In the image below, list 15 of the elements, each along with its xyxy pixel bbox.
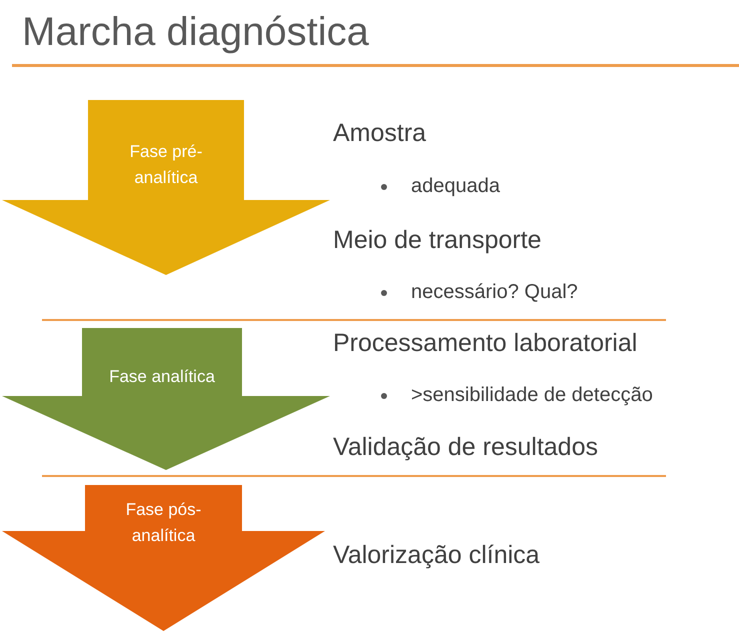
item-heading: Amostra xyxy=(333,118,426,149)
phase-label: Fase pós-analítica xyxy=(124,499,202,547)
item-heading: Meio de transporte xyxy=(333,225,542,256)
item-heading: Valorização clínica xyxy=(333,540,540,571)
item-heading: Validação de resultados xyxy=(333,432,598,463)
item-heading: Processamento laboratorial xyxy=(333,328,638,359)
bullet-text: necessário? Qual? xyxy=(411,280,578,305)
phase-label: Fase pré-analítica xyxy=(128,141,204,189)
slide-title: Marcha diagnóstica xyxy=(22,9,369,56)
bullet-text: adequada xyxy=(411,174,500,199)
phase-label: Fase analítica xyxy=(109,366,215,388)
phase-arrow xyxy=(2,485,325,631)
phase-arrow xyxy=(2,100,330,275)
phase-arrow xyxy=(2,328,330,470)
bullet-text: >sensibilidade de detecção xyxy=(411,383,653,408)
